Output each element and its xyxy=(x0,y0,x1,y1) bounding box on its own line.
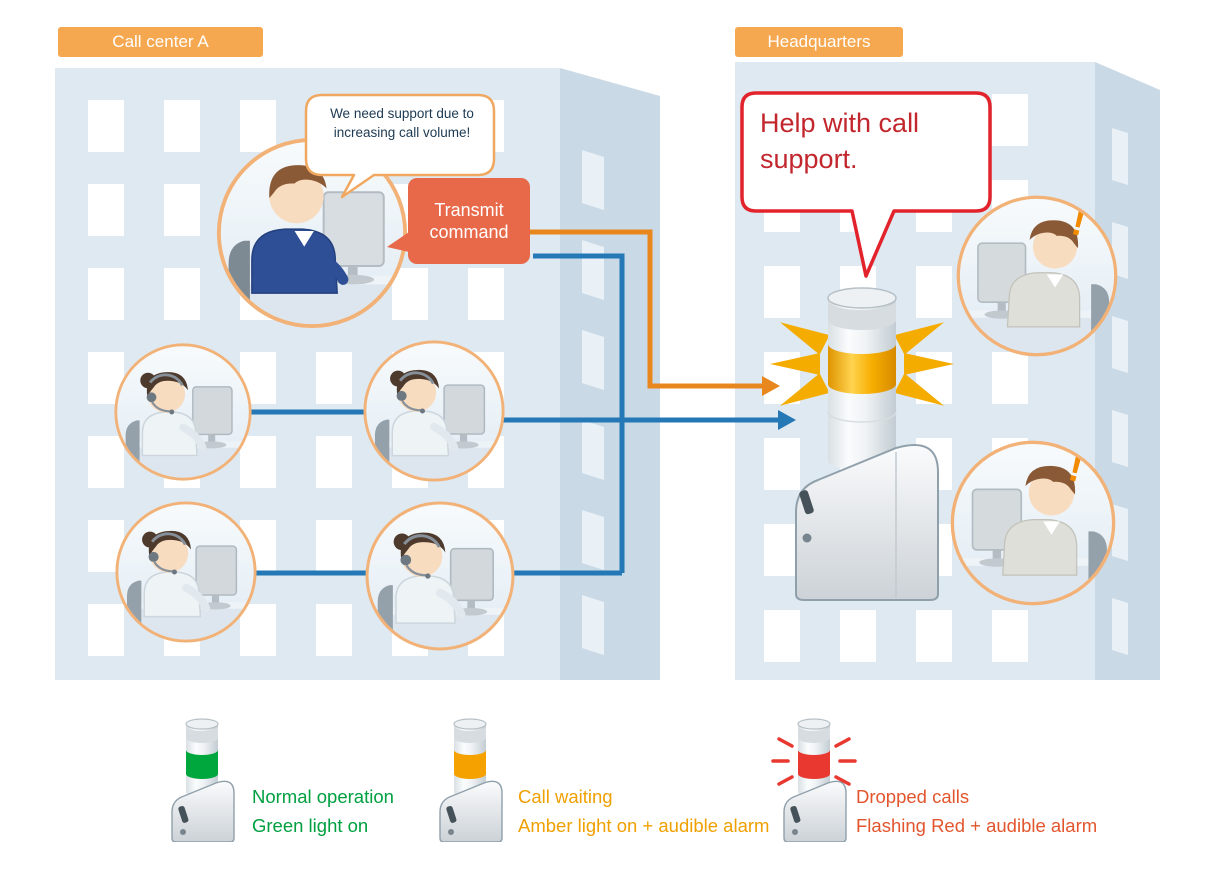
legend-item-normal: Normal operation Green light on xyxy=(252,782,394,840)
legend-detail: Green light on xyxy=(252,815,369,836)
legend-item-waiting: Call waiting Amber light on + audible al… xyxy=(518,782,769,840)
legend-detail: Amber light on + audible alarm xyxy=(518,815,770,836)
blue-line-trunk xyxy=(533,253,625,573)
blue-arrowhead xyxy=(778,410,796,430)
support-request-bubble xyxy=(304,93,496,199)
call-center-label: Call center A xyxy=(58,27,263,57)
legend-status: Call waiting xyxy=(518,786,613,807)
legend-tower-amber xyxy=(439,718,503,842)
amber-light-band xyxy=(828,344,896,394)
legend-detail: Flashing Red + audible alarm xyxy=(856,815,1098,836)
legend-status: Dropped calls xyxy=(856,786,970,807)
legend-tower-green xyxy=(171,718,235,842)
building-side-windows xyxy=(1112,128,1128,655)
legend-tower-red xyxy=(783,718,847,842)
legend-item-dropped: Dropped calls Flashing Red + audible ala… xyxy=(856,782,1097,840)
transmit-command-label: Transmit command xyxy=(429,199,509,243)
transmit-command-box xyxy=(387,178,530,264)
orange-line-command xyxy=(530,229,762,389)
tower-base xyxy=(795,444,939,601)
legend-devices xyxy=(171,718,857,842)
legend-status: Normal operation xyxy=(252,786,394,807)
headquarters-label: Headquarters xyxy=(735,27,903,57)
flash-marks xyxy=(771,737,857,786)
orange-arrowhead xyxy=(762,376,780,396)
support-request-text: We need support due to increasing call v… xyxy=(330,106,474,141)
signal-tower-device xyxy=(770,287,954,601)
connection-lines xyxy=(246,229,796,576)
help-request-text: Help with call support. xyxy=(760,108,920,174)
tower-cylinder xyxy=(827,287,897,470)
help-request-bubble xyxy=(740,91,992,278)
